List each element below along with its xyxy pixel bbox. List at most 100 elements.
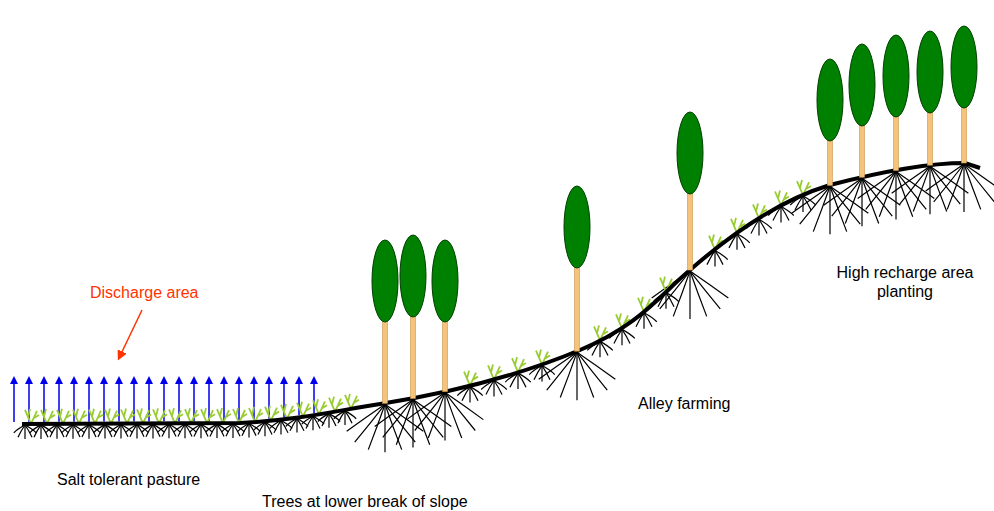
root — [249, 423, 260, 431]
grass-tuft — [57, 409, 71, 424]
root — [736, 234, 737, 250]
tree-trunk — [383, 311, 388, 403]
root — [469, 387, 470, 403]
root — [18, 425, 25, 437]
root — [98, 425, 105, 437]
root — [861, 178, 862, 226]
root — [274, 421, 281, 433]
root — [142, 424, 153, 432]
root — [879, 171, 896, 216]
root — [494, 380, 507, 389]
root — [930, 166, 968, 193]
root — [780, 206, 781, 222]
root — [62, 425, 73, 433]
root — [384, 404, 385, 452]
root — [78, 425, 89, 433]
root — [368, 404, 385, 449]
root — [168, 424, 169, 438]
root — [689, 271, 690, 319]
root — [190, 424, 201, 432]
root — [248, 423, 249, 437]
tree-crown — [917, 31, 943, 113]
root — [120, 425, 121, 439]
root — [830, 186, 847, 231]
root — [174, 424, 185, 432]
discharge-arrow — [88, 380, 90, 422]
root — [781, 206, 794, 215]
root — [88, 425, 89, 439]
tree-trunk — [443, 311, 448, 392]
root — [913, 166, 930, 211]
root — [964, 164, 981, 209]
tree-crown — [883, 35, 909, 117]
root — [146, 424, 153, 436]
root — [660, 271, 690, 309]
root — [493, 380, 494, 396]
tree-crown — [951, 26, 977, 108]
root — [715, 251, 728, 260]
root — [40, 425, 41, 439]
root — [542, 366, 555, 375]
leader-arrow — [120, 310, 142, 356]
root — [344, 411, 345, 425]
tree-trunk — [575, 257, 580, 351]
root — [280, 421, 281, 435]
root — [110, 425, 121, 433]
root — [258, 422, 265, 434]
root — [216, 424, 217, 438]
root — [895, 171, 896, 219]
discharge-arrow — [103, 380, 105, 422]
root — [445, 393, 475, 431]
root — [714, 251, 715, 267]
root — [758, 219, 759, 235]
root — [541, 366, 542, 382]
root — [136, 424, 137, 438]
tree-trunk — [411, 306, 416, 398]
root — [34, 425, 41, 437]
discharge-arrow — [223, 380, 225, 421]
root — [222, 424, 233, 432]
area-label: High recharge area planting — [835, 263, 975, 301]
root — [94, 425, 105, 433]
root — [643, 313, 644, 329]
grass-tuft — [185, 408, 199, 423]
grass-tuft — [121, 409, 135, 424]
grass-tuft — [201, 408, 215, 423]
root — [56, 425, 57, 439]
root — [265, 422, 276, 430]
root — [312, 416, 313, 430]
tree-crown — [564, 186, 590, 268]
tree-trunk — [688, 183, 693, 270]
root — [428, 393, 445, 438]
root — [444, 393, 445, 441]
root — [126, 424, 137, 432]
root — [737, 234, 750, 243]
root — [396, 399, 413, 444]
root — [830, 186, 860, 224]
root — [934, 164, 964, 202]
root — [385, 404, 415, 442]
root — [158, 424, 169, 432]
root — [600, 341, 613, 350]
tree-crown — [849, 44, 875, 126]
root — [30, 425, 41, 433]
root — [445, 393, 483, 420]
root — [232, 424, 233, 438]
grass-tuft — [73, 409, 87, 424]
root — [162, 424, 169, 436]
discharge-arrow — [313, 380, 315, 413]
grass-tuft — [137, 408, 151, 423]
pasture-grass — [25, 180, 811, 424]
root — [845, 178, 862, 223]
root — [206, 424, 217, 432]
root — [829, 186, 830, 234]
zone-label: Salt tolerant pasture — [57, 470, 200, 489]
root — [50, 425, 57, 437]
root — [194, 424, 201, 436]
root — [184, 424, 185, 438]
root — [644, 313, 657, 322]
root — [345, 411, 356, 419]
root — [690, 271, 720, 309]
root — [517, 373, 518, 389]
